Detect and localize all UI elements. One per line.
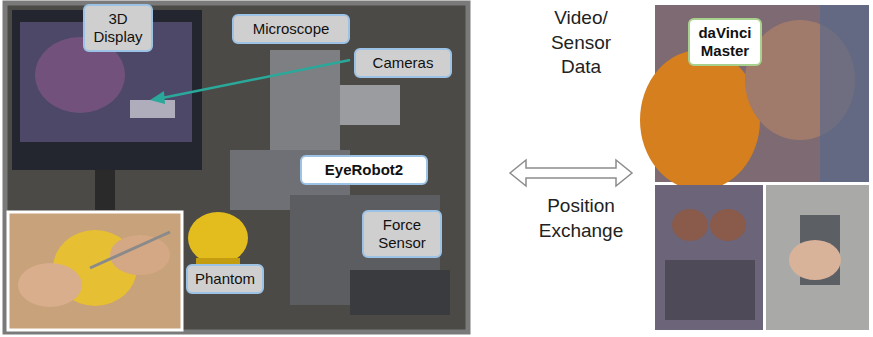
display-frame xyxy=(12,10,202,170)
flow-label: Position Exchange xyxy=(526,194,636,243)
label-text: EyeRobot2 xyxy=(308,161,420,179)
viewer-photo xyxy=(655,185,763,330)
label-box: Force Sensor xyxy=(362,210,442,258)
arrow-head xyxy=(150,91,165,104)
label-text: Phantom xyxy=(194,270,256,288)
label-text: Force Sensor xyxy=(370,216,434,252)
camera-mount xyxy=(340,85,400,125)
console xyxy=(820,5,869,182)
label-text: Cameras xyxy=(362,54,444,72)
inset-photo xyxy=(8,212,182,330)
microscope-body xyxy=(270,50,340,160)
lab-photo xyxy=(5,3,468,332)
label-text: Microscope xyxy=(240,20,342,38)
label-box: Microscope xyxy=(232,14,350,44)
master-handle-photo xyxy=(766,185,869,330)
viewer-base xyxy=(665,260,755,320)
label-box: Phantom xyxy=(186,264,264,294)
inset-hand xyxy=(18,263,82,307)
label-text: daVinci Master xyxy=(696,24,754,60)
label-box: daVinci Master xyxy=(688,18,762,66)
flow-label: Video/ Sensor Data xyxy=(536,6,626,80)
eyepiece xyxy=(672,209,708,241)
hand xyxy=(789,240,841,280)
display-stand xyxy=(95,170,115,210)
surgeon-cap xyxy=(640,50,760,190)
exchange-arrow xyxy=(510,160,632,186)
label-box: EyeRobot2 xyxy=(300,155,428,185)
inset-tool xyxy=(90,232,170,268)
label-box: Cameras xyxy=(354,48,452,78)
camera-arrow xyxy=(162,60,350,98)
screen-window xyxy=(130,100,175,118)
eyepiece xyxy=(710,209,746,241)
label-box: 3D Display xyxy=(83,4,153,52)
phantom-eye xyxy=(188,212,248,264)
label-text: 3D Display xyxy=(91,10,145,46)
force-sensor-unit xyxy=(350,270,450,315)
